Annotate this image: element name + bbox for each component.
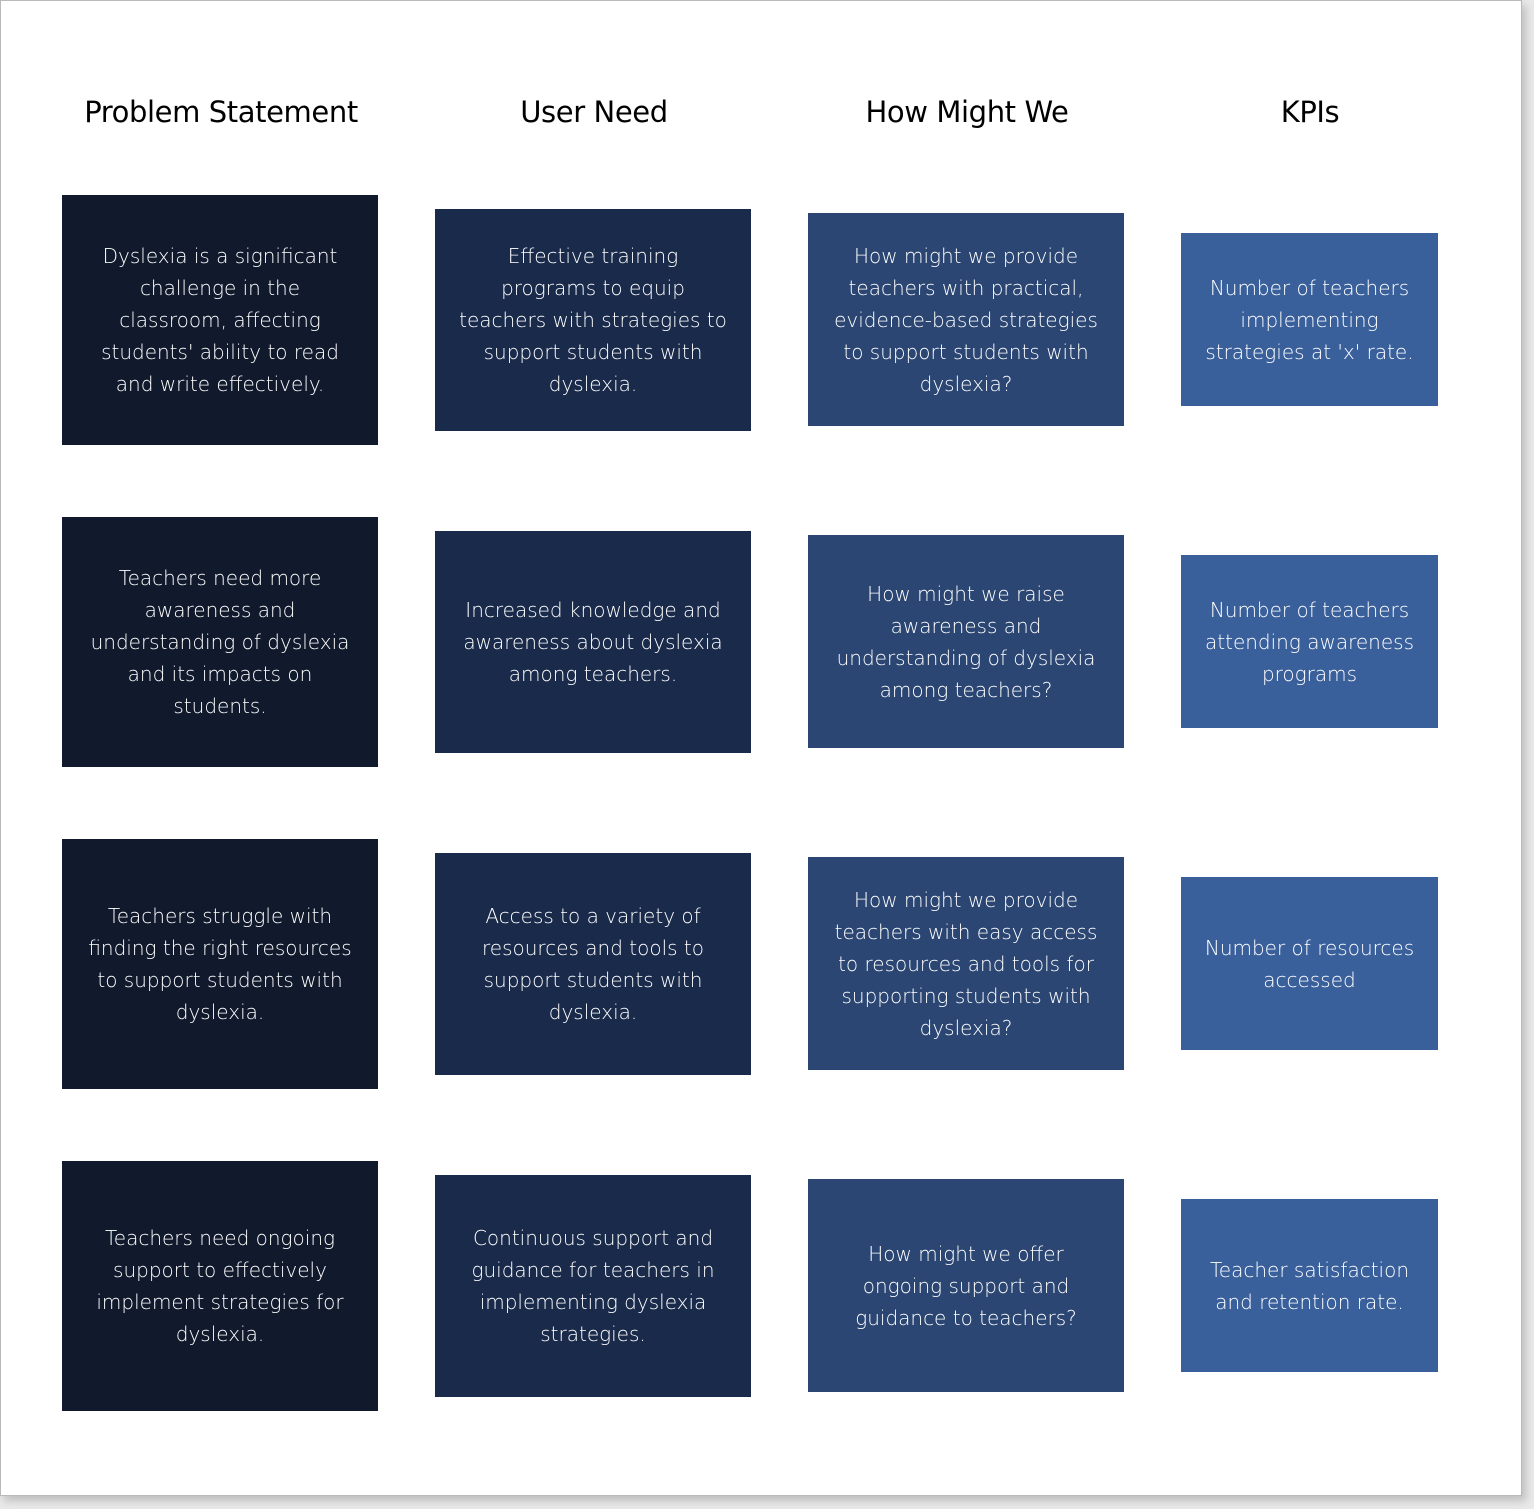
kpi-card[interactable]: Number of resources accessed: [1181, 877, 1438, 1050]
problem-card-text: Teachers struggle with finding the right…: [88, 904, 352, 1024]
kpi-card[interactable]: Number of teachers attending awareness p…: [1181, 555, 1438, 728]
need-card-text: Effective training programs to equip tea…: [459, 244, 727, 396]
problem-card[interactable]: Teachers need more awareness and underst…: [62, 517, 378, 767]
kpi-card-text: Teacher satisfaction and retention rate.: [1209, 1257, 1410, 1314]
problem-card[interactable]: Teachers need ongoing support to effecti…: [62, 1161, 378, 1411]
need-card-text: Continuous support and guidance for teac…: [471, 1226, 715, 1346]
hmw-card[interactable]: How might we provide teachers with pract…: [808, 213, 1124, 426]
need-card[interactable]: Continuous support and guidance for teac…: [435, 1175, 751, 1397]
kpi-card-text: Number of teachers attending awareness p…: [1205, 597, 1414, 686]
hmw-card-text: How might we raise awareness and underst…: [836, 581, 1096, 702]
problem-card[interactable]: Dyslexia is a significant challenge in t…: [62, 195, 378, 445]
hmw-card[interactable]: How might we provide teachers with easy …: [808, 857, 1124, 1070]
column-title-kpis: KPIs: [1280, 95, 1340, 129]
column-title-user-need: User Need: [520, 95, 668, 129]
kpi-card[interactable]: Teacher satisfaction and retention rate.: [1181, 1199, 1438, 1372]
problem-card-text: Teachers need ongoing support to effecti…: [96, 1226, 344, 1346]
need-card[interactable]: Increased knowledge and awareness about …: [435, 531, 751, 753]
column-title-problem-statement: Problem Statement: [84, 95, 358, 129]
kpi-card-text: Number of teachers implementing strategi…: [1205, 275, 1414, 364]
need-card[interactable]: Access to a variety of resources and too…: [435, 853, 751, 1075]
need-card[interactable]: Effective training programs to equip tea…: [435, 209, 751, 431]
problem-card-text: Dyslexia is a significant challenge in t…: [101, 244, 339, 396]
hmw-card-text: How might we offer ongoing support and g…: [855, 1241, 1077, 1330]
problem-card[interactable]: Teachers struggle with finding the right…: [62, 839, 378, 1089]
problem-card-text: Teachers need more awareness and underst…: [90, 566, 350, 718]
need-card-text: Access to a variety of resources and too…: [482, 904, 704, 1024]
hmw-card[interactable]: How might we offer ongoing support and g…: [808, 1179, 1124, 1392]
column-title-how-might-we: How Might We: [865, 95, 1069, 129]
kpi-card[interactable]: Number of teachers implementing strategi…: [1181, 233, 1438, 406]
kpi-card-text: Number of resources accessed: [1204, 935, 1415, 992]
need-card-text: Increased knowledge and awareness about …: [463, 598, 723, 686]
hmw-card-text: How might we provide teachers with pract…: [834, 243, 1098, 396]
hmw-card[interactable]: How might we raise awareness and underst…: [808, 535, 1124, 748]
hmw-card-text: How might we provide teachers with easy …: [834, 887, 1098, 1040]
